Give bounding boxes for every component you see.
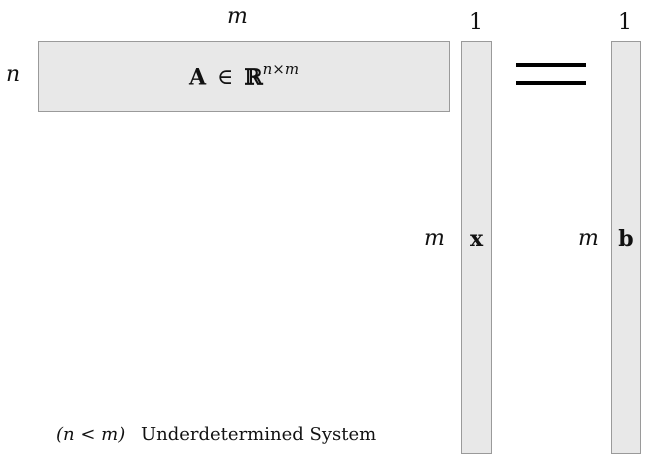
vector-b-symbol: b xyxy=(618,226,634,252)
vector-x-symbol: x xyxy=(469,226,484,252)
caption-text: Underdetermined System xyxy=(140,424,377,445)
vector-x-cols-label: 1 xyxy=(469,10,483,35)
matrix-a-formula: A ∈ ℝn×m xyxy=(39,62,449,91)
matrix-a-box: A ∈ ℝn×m xyxy=(38,41,450,112)
equals-bar-top xyxy=(516,63,586,67)
caption-condition: (n < m) xyxy=(56,424,126,445)
vector-b-rows-label: m xyxy=(578,226,599,251)
membership-symbol: ∈ xyxy=(217,65,234,91)
matrix-a-cols-label: m xyxy=(227,4,248,29)
vector-x-box: x xyxy=(461,41,492,454)
matrix-a-dimension: n×m xyxy=(262,60,300,78)
real-set-symbol: ℝ xyxy=(244,64,263,91)
matrix-a-symbol: A xyxy=(188,64,207,91)
vector-x-rows-label: m xyxy=(424,226,445,251)
matrix-a-rows-label: n xyxy=(6,62,21,87)
caption: (n < m) Underdetermined System xyxy=(56,426,376,444)
vector-b-cols-label: 1 xyxy=(618,10,632,35)
equals-bar-bottom xyxy=(516,81,586,85)
vector-b-box: b xyxy=(611,41,641,454)
